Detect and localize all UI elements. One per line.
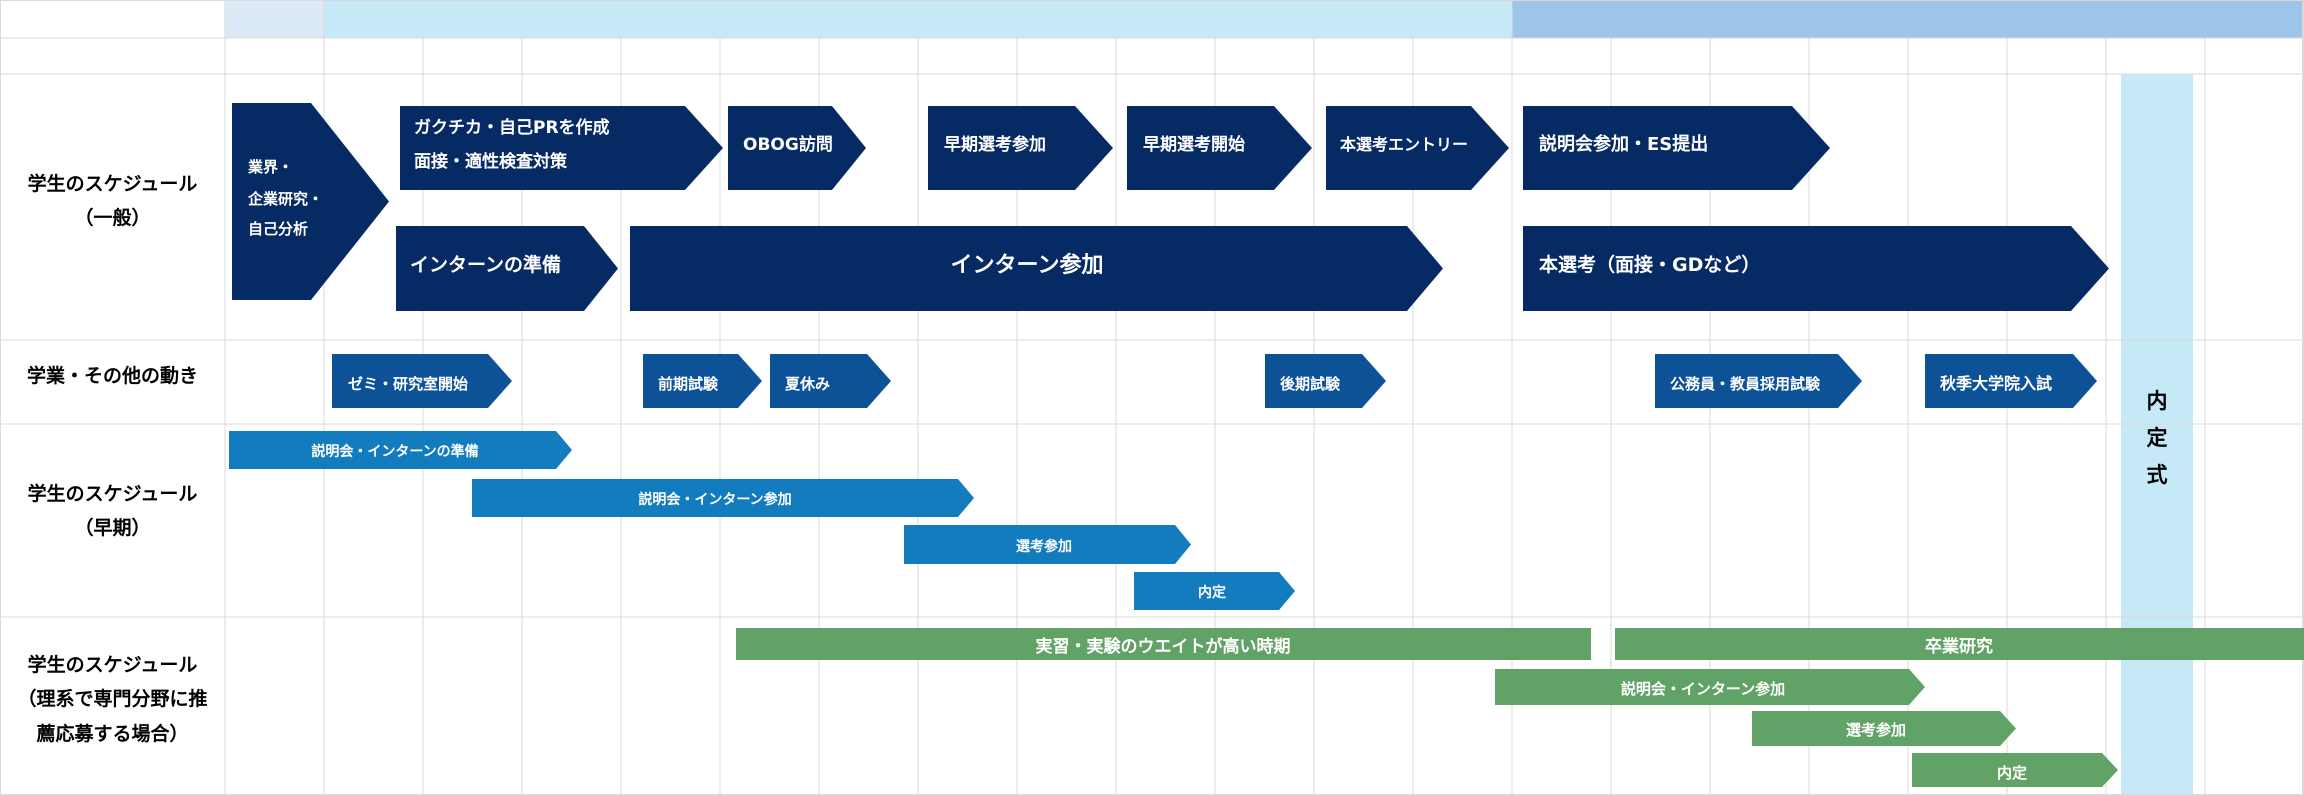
bar-label-r_senko: 選考参加 <box>1846 721 1906 739</box>
bar-label-shuuki: 秋季大学院入試 <box>1940 374 2052 393</box>
row-label: 学業・その他の動き <box>27 364 198 387</box>
bar-label-obog: OBOG訪問 <box>743 134 833 155</box>
bar-label-koumuin: 公務員・教員採用試験 <box>1670 375 1821 393</box>
bar-label-intern_junbi: インターンの準備 <box>410 253 561 276</box>
bar-label-e_setsumei_junbi: 説明会・インターンの準備 <box>311 443 478 460</box>
row-label: （早期） <box>74 516 150 539</box>
naitei-label: 内 <box>2147 389 2168 413</box>
background-layer <box>225 0 2304 796</box>
bar-label-r_setsumei: 説明会・インターン参加 <box>1621 680 1785 698</box>
bar-label-e_setsumei_sanka: 説明会・インターン参加 <box>638 491 791 508</box>
bar-e_senko <box>904 525 1191 564</box>
bar-e_setsumei_sanka <box>472 479 974 517</box>
bar-r_setsumei <box>1495 669 1925 705</box>
bar-label-intern_sanka: インターン参加 <box>951 252 1104 278</box>
bar-honsenko_entry <box>1326 106 1509 190</box>
bar-e_setsumei_junbi <box>229 431 572 469</box>
bar-label-souki_kaishi: 早期選考開始 <box>1143 134 1245 155</box>
bar-setsumei_es <box>1523 106 1830 190</box>
row-label: 薦応募する場合） <box>36 722 188 745</box>
bar-gakuchika <box>400 106 723 190</box>
bar-kouki <box>1265 354 1386 408</box>
bar-zenki <box>643 354 762 408</box>
bar-label-gakuchika: 面接・適性検査対策 <box>414 151 568 172</box>
bar-label-gyoukai: 自己分析 <box>248 220 308 238</box>
row-label: （一般） <box>74 206 150 229</box>
row-label: （理系で専門分野に推 <box>17 687 207 710</box>
row-label: 学生のスケジュール <box>28 172 198 195</box>
year-band-3 <box>324 0 1512 38</box>
bar-label-zemi: ゼミ・研究室開始 <box>348 375 468 393</box>
bar-intern_sanka <box>630 226 1443 311</box>
bar-label-honsenko_entry: 本選考エントリー <box>1340 135 1468 154</box>
bar-label-r_naitei: 内定 <box>1997 764 2027 782</box>
bar-souki_kaishi <box>1127 106 1312 190</box>
naitei-label: 定 <box>2147 426 2168 450</box>
bar-koumuin <box>1655 354 1862 408</box>
bar-label-e_naitei: 内定 <box>1198 584 1226 601</box>
bar-label-r_jisshu: 実習・実験のウエイトが高い時期 <box>1036 636 1291 657</box>
bar-label-honsenko: 本選考（面接・GDなど） <box>1539 253 1760 276</box>
bar-label-r_sotsugyo: 卒業研究 <box>1925 636 1993 657</box>
bar-honsenko <box>1523 226 2109 311</box>
bar-e_naitei <box>1134 572 1295 610</box>
bar-label-souki_sanka: 早期選考参加 <box>944 134 1046 155</box>
bar-label-setsumei_es: 説明会参加・ES提出 <box>1539 133 1708 155</box>
bar-obog <box>728 106 866 190</box>
row-label: 学生のスケジュール <box>28 482 198 505</box>
bar-r_naitei <box>1912 753 2118 787</box>
bar-natsuyasumi <box>770 354 891 408</box>
bar-r_sotsugyo <box>1615 628 2304 660</box>
bar-intern_junbi <box>396 226 618 311</box>
year-band-2 <box>225 0 324 38</box>
bar-gyoukai <box>232 103 389 300</box>
bar-label-e_senko: 選考参加 <box>1016 538 1072 555</box>
bar-r_senko <box>1752 711 2016 746</box>
row-label: 学生のスケジュール <box>28 653 198 676</box>
bar-r_jisshu <box>736 628 1591 660</box>
bar-label-gyoukai: 企業研究・ <box>247 190 323 208</box>
bar-label-gakuchika: ガクチカ・自己PRを作成 <box>414 117 610 138</box>
bar-zemi <box>332 354 512 408</box>
bar-label-gyoukai: 業界・ <box>247 158 293 176</box>
bar-label-kouki: 後期試験 <box>1279 375 1341 393</box>
bar-label-natsuyasumi: 夏休み <box>784 375 830 393</box>
year-band-4 <box>1512 0 2304 38</box>
naitei-label: 式 <box>2147 463 2168 487</box>
bar-label-zenki: 前期試験 <box>658 375 719 393</box>
bar-shuuki <box>1925 354 2097 408</box>
naitei-column <box>2121 74 2193 796</box>
bar-souki_sanka <box>928 106 1113 190</box>
